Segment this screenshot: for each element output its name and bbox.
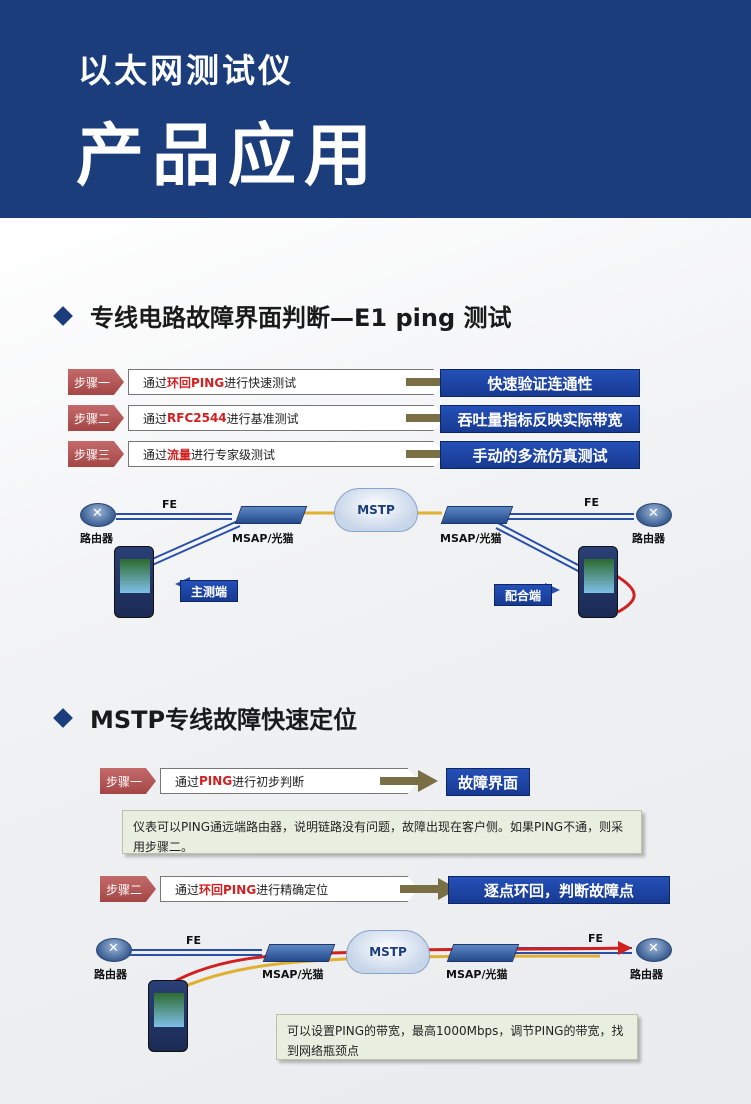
mstp-cloud-icon: MSTP — [334, 488, 418, 532]
cloud-label: MSTP — [357, 503, 395, 517]
cloud-label: MSTP — [369, 945, 407, 959]
section2-title: MSTP专线故障快速定位 — [53, 700, 358, 735]
step-text-pre: 通过 — [175, 774, 200, 789]
step-tag: 步骤三 — [68, 441, 124, 467]
msap-left-label: MSAP/光猫 — [262, 968, 324, 981]
loopback-cable — [614, 573, 636, 614]
step-text-highlight: RFC2544 — [167, 411, 227, 425]
step-text-post: 进行基准测试 — [226, 411, 299, 426]
router-left-label: 路由器 — [80, 532, 113, 545]
step-tag: 步骤一 — [68, 369, 124, 395]
fe-left-label: FE — [162, 498, 178, 511]
router-right-label: 路由器 — [632, 532, 665, 545]
step-text-highlight: 环回PING — [167, 375, 225, 390]
step-text-highlight: 流量 — [167, 447, 192, 462]
step-description: 通过流量进行专家级测试 — [128, 441, 446, 467]
link-master-2 — [149, 525, 241, 567]
step-text-highlight: 环回PING — [199, 882, 257, 897]
section2-title-text: MSTP专线故障快速定位 — [90, 706, 358, 734]
fe-right-label: FE — [584, 496, 600, 509]
tester-device-icon — [114, 546, 154, 618]
step-result: 手动的多流仿真测试 — [440, 441, 640, 469]
arrow-right-icon — [380, 770, 438, 792]
header-title: 产品应用 — [76, 117, 381, 196]
router-icon — [636, 938, 672, 962]
router-icon — [96, 938, 132, 962]
tester-device-icon — [578, 546, 618, 618]
msap-left-label: MSAP/光猫 — [232, 532, 294, 545]
step-text-pre: 通过 — [143, 411, 168, 426]
step-tag: 步骤一 — [100, 768, 156, 794]
step-tag: 步骤二 — [100, 876, 156, 902]
link-slave-2 — [495, 527, 581, 573]
step-result: 故障界面 — [446, 768, 530, 796]
step-text-post: 进行精确定位 — [256, 882, 329, 897]
step-result: 吞吐量指标反映实际带宽 — [440, 405, 640, 433]
step-result: 逐点环回，判断故障点 — [448, 876, 670, 904]
section1-title: 专线电路故障界面判断—E1 ping 测试 — [53, 298, 512, 333]
note-box-2: 可以设置PING的带宽，最高1000Mbps，调节PING的带宽，找到网络瓶颈点 — [276, 1014, 638, 1060]
header-banner: 以太网测试仪 产品应用 — [0, 0, 751, 218]
step-tag: 步骤二 — [68, 405, 124, 431]
arrow-right-icon — [400, 878, 458, 900]
header-subtitle: 以太网测试仪 — [78, 51, 294, 90]
step-text-highlight: PING — [199, 774, 233, 788]
mstp-cloud-icon: MSTP — [346, 930, 430, 974]
msap-right-label: MSAP/光猫 — [446, 968, 508, 981]
tester-device-icon — [148, 980, 188, 1052]
section1-title-text: 专线电路故障界面判断—E1 ping 测试 — [90, 304, 512, 332]
link-slave — [495, 521, 581, 567]
fe-right-label: FE — [588, 932, 604, 945]
router-left-label: 路由器 — [94, 968, 127, 981]
msap-device-icon — [446, 944, 520, 962]
fe-left-label: FE — [186, 934, 202, 947]
link-master — [149, 519, 241, 561]
step-text-post: 进行初步判断 — [232, 774, 305, 789]
step-text-pre: 通过 — [175, 882, 200, 897]
router-icon — [80, 503, 116, 527]
slave-end-tag: 配合端 — [494, 584, 553, 606]
step-text-pre: 通过 — [143, 447, 168, 462]
step-text-pre: 通过 — [143, 375, 168, 390]
arrow-right-icon — [618, 941, 632, 955]
master-end-tag: 主测端 — [180, 580, 239, 602]
msap-right-label: MSAP/光猫 — [440, 532, 502, 545]
step-text-post: 进行专家级测试 — [191, 447, 276, 462]
step-text-post: 进行快速测试 — [224, 375, 297, 390]
note-box-1: 仪表可以PING通远端路由器，说明链路没有问题，故障出现在客户侧。如果PING不… — [122, 810, 642, 854]
router-right-label: 路由器 — [630, 968, 663, 981]
step-result: 快速验证连通性 — [440, 369, 640, 397]
msap-device-icon — [262, 944, 336, 962]
router-icon — [636, 503, 672, 527]
